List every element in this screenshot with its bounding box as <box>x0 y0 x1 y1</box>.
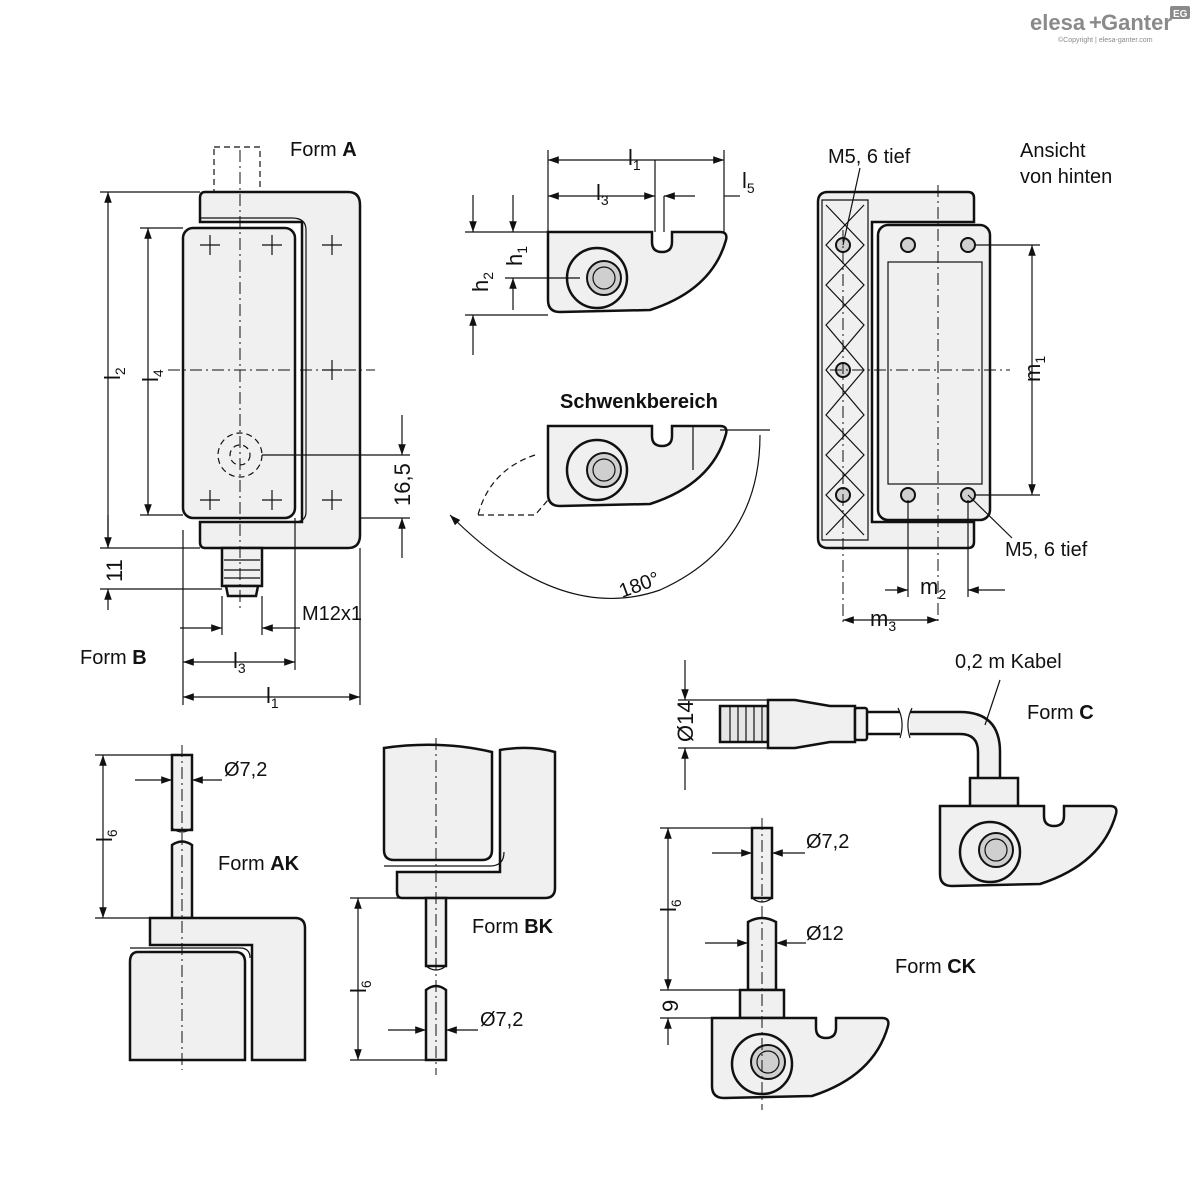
form-bk-bracket <box>395 746 557 900</box>
dim-h2: h2 <box>468 272 496 292</box>
form-c-cable <box>867 710 1002 784</box>
dim-l1-front: l1 <box>266 683 279 711</box>
form-bk-body <box>382 743 494 862</box>
brand-ganter: Ganter <box>1101 10 1172 35</box>
dim-l6-bk: l6 <box>346 980 374 993</box>
form-a-connector-tip <box>224 584 260 598</box>
dim-dia7-2-ak: Ø7,2 <box>224 759 267 781</box>
label-thread: M12x1 <box>302 603 362 625</box>
dim-dia7-2-bk: Ø7,2 <box>480 1009 523 1031</box>
label-form-b: Form B <box>80 647 147 669</box>
label-ansicht-2: von hinten <box>1020 166 1112 188</box>
brand-badge-text: EG <box>1173 9 1188 20</box>
swivel-arc <box>449 434 761 600</box>
dim-m2: m2 <box>920 574 946 602</box>
brand-badge <box>1170 6 1190 19</box>
label-kabel: 0,2 m Kabel <box>955 651 1062 673</box>
dim-l3-top: l3 <box>596 180 609 208</box>
dim-l6-ak: l6 <box>92 829 120 842</box>
label-form-ck: Form CK <box>895 956 977 978</box>
dim-dia12: Ø12 <box>806 923 844 945</box>
form-a-top-stub <box>213 146 261 196</box>
form-ak-body <box>128 950 247 1062</box>
dim-11: 11 <box>102 559 127 582</box>
back-view-body <box>876 223 992 522</box>
form-c-connector <box>766 698 857 750</box>
label-m5-top: M5, 6 tief <box>828 146 911 168</box>
top-view: l1 l3 l5 h2 h1 <box>465 145 755 355</box>
brand-logo: elesa + Ganter EG ©Copyright | elesa-gan… <box>1030 6 1190 44</box>
swivel-range-view: 180° <box>449 424 770 603</box>
form-a-bracket-inner <box>200 217 307 523</box>
form-a-bracket <box>198 190 362 550</box>
form-bk-view: l6 Ø7,2 <box>346 738 557 1075</box>
form-c-view: Ø14 <box>673 660 1118 888</box>
dim-9: 9 <box>658 1000 683 1012</box>
back-view: m1 m2 m3 <box>816 167 1048 634</box>
label-form-c: Form C <box>1027 702 1094 724</box>
label-angle: 180° <box>616 568 662 603</box>
brand-plus: + <box>1089 10 1102 35</box>
dim-l1-top: l1 <box>628 145 641 173</box>
top-view-hole <box>586 260 622 296</box>
back-view-bracket <box>816 190 976 550</box>
brand-elesa: elesa <box>1030 10 1086 35</box>
brand-copyright: ©Copyright | elesa-ganter.com <box>1058 36 1153 44</box>
dim-dia7-2-ck: Ø7,2 <box>806 831 849 853</box>
dim-l3-front: l3 <box>233 648 246 676</box>
form-c-plug <box>718 704 770 744</box>
form-a-screw-marks <box>200 235 342 510</box>
label-form-bk: Form BK <box>472 916 554 938</box>
form-ak-view: l6 Ø7,2 <box>92 745 307 1070</box>
label-ansicht-1: Ansicht <box>1020 140 1086 162</box>
form-a-front-view <box>168 146 375 610</box>
dim-m3: m3 <box>870 606 896 634</box>
form-ak-bracket <box>148 916 307 1062</box>
form-a-dimensions: l2 l4 16,5 11 M12x1 l3 l1 <box>100 191 415 711</box>
dim-l2: l2 <box>100 367 128 380</box>
dim-16-5: 16,5 <box>390 463 415 506</box>
dim-l4: l4 <box>138 369 166 382</box>
dim-dia14: Ø14 <box>673 700 698 742</box>
label-form-ak: Form AK <box>218 853 300 875</box>
label-m5-bottom: M5, 6 tief <box>1005 539 1088 561</box>
dim-h1: h1 <box>502 246 530 266</box>
dim-m1: m1 <box>1020 356 1048 382</box>
swivel-ghost <box>477 454 536 516</box>
label-form-a: Form A <box>290 139 357 161</box>
form-a-connector <box>220 546 264 588</box>
label-schwenkbereich: Schwenkbereich <box>560 391 718 413</box>
form-a-body <box>181 226 297 520</box>
dim-l5: l5 <box>742 168 755 196</box>
form-ck-view: l6 9 Ø7,2 Ø12 <box>656 818 890 1110</box>
dim-l6-ck: l6 <box>656 899 684 912</box>
